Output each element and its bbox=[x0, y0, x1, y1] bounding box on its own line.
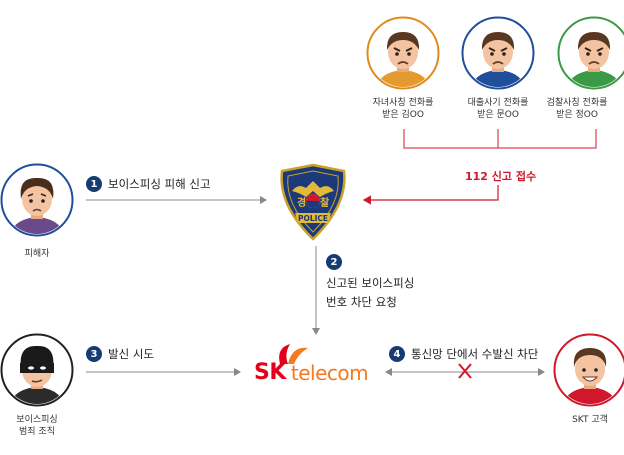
sk-telecom-logo: SK telecom bbox=[254, 342, 369, 385]
step4-number: 4 bbox=[389, 346, 405, 362]
step3-text: 발신 시도 bbox=[108, 347, 154, 361]
report-bracket-line bbox=[403, 129, 597, 149]
report-arrow-line bbox=[362, 185, 499, 205]
step4-label: 4 통신망 단에서 수발신 차단 bbox=[389, 346, 538, 362]
scammer-avatar bbox=[0, 333, 74, 407]
reporter-jung-avatar bbox=[557, 16, 624, 90]
sk-butterfly-icon bbox=[279, 344, 308, 364]
victim-caption: 피해자 bbox=[24, 249, 50, 259]
step1-text: 보이스피싱 피해 신고 bbox=[108, 177, 211, 191]
block-x-icon bbox=[458, 363, 472, 379]
step3-number: 3 bbox=[86, 346, 102, 362]
police-badge-icon: 경 찰 POLICE bbox=[280, 163, 346, 241]
step2-text: 신고된 보이스피싱 번호 차단 요청 bbox=[326, 276, 415, 309]
step2-label: 2 bbox=[326, 254, 348, 270]
reporter-kim-avatar bbox=[366, 16, 440, 90]
victim-avatar bbox=[0, 163, 74, 237]
step4-text: 통신망 단에서 수발신 차단 bbox=[411, 347, 539, 361]
step3-label: 3 발신 시도 bbox=[86, 346, 154, 362]
badge-banner-text: POLICE bbox=[298, 214, 328, 223]
customer-caption: SKT 고객 bbox=[572, 415, 608, 425]
badge-char-right: 찰 bbox=[320, 196, 330, 209]
step1-number: 1 bbox=[86, 176, 102, 192]
sk-text: SK bbox=[254, 360, 286, 385]
report-received-label: 112 신고 접수 bbox=[465, 170, 537, 183]
badge-char-left: 경 bbox=[297, 196, 306, 209]
customer-avatar bbox=[553, 333, 624, 407]
telecom-text: telecom bbox=[290, 361, 369, 385]
step1-label: 1 보이스피싱 피해 신고 bbox=[86, 176, 211, 192]
reporter-moon-avatar bbox=[461, 16, 535, 90]
step2-number: 2 bbox=[326, 254, 342, 270]
